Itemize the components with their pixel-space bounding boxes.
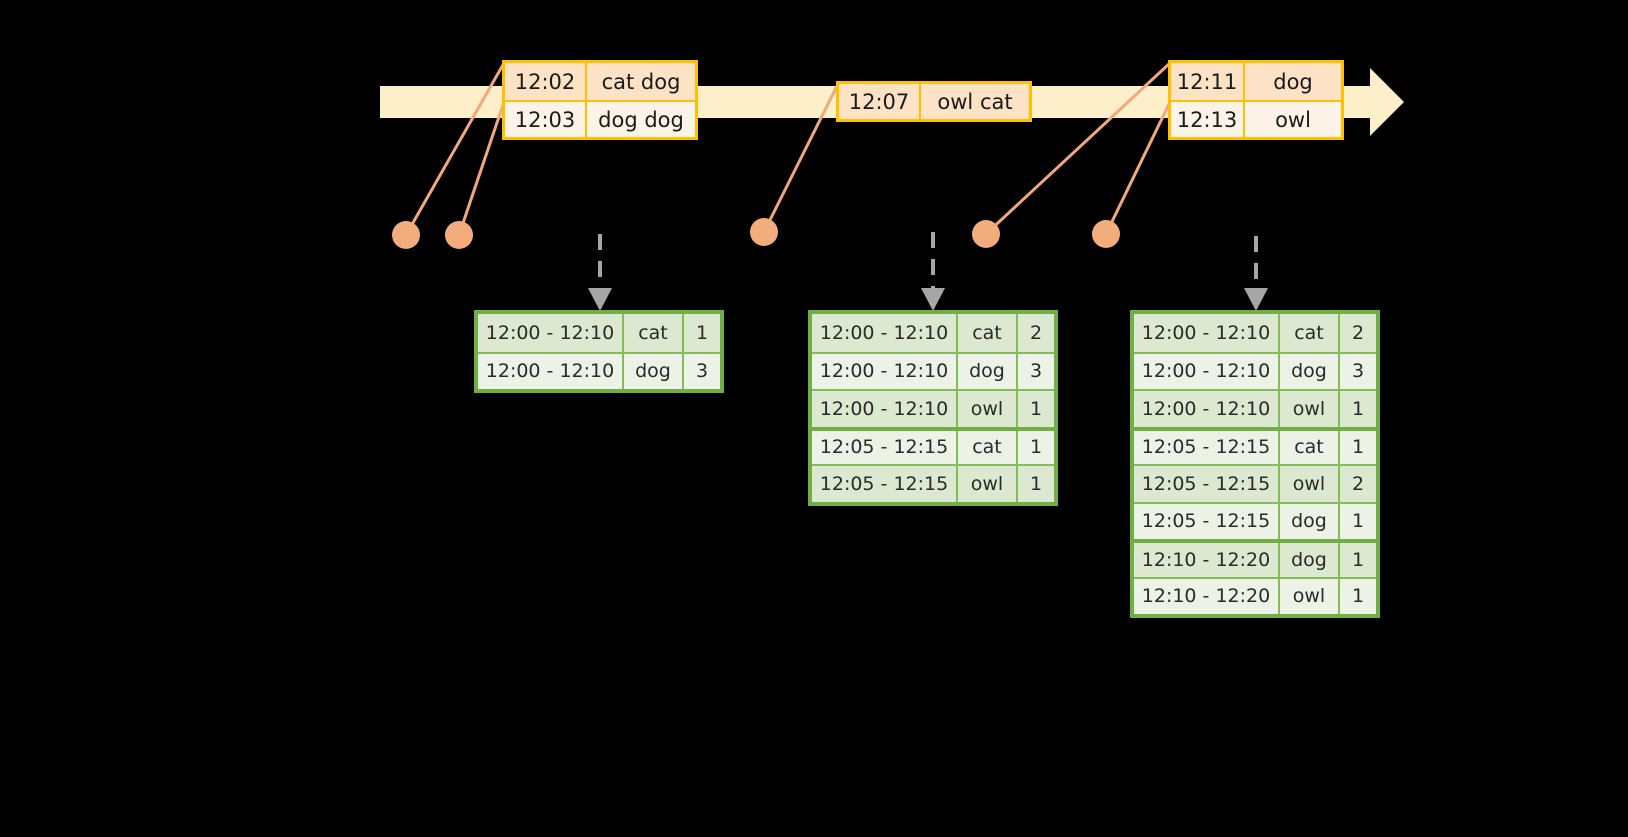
cell-window: 12:05 - 12:15 bbox=[812, 466, 958, 502]
cell-window: 12:00 - 12:10 bbox=[1134, 314, 1280, 352]
event-words: cat dog bbox=[601, 69, 681, 94]
event-group-3: 12:11 dog 12:13 owl bbox=[1168, 60, 1344, 140]
event-time: 12:03 bbox=[505, 102, 587, 137]
cell-count: 2 bbox=[1351, 472, 1365, 495]
event-words: owl cat bbox=[937, 89, 1013, 114]
event-row: 12:13 owl bbox=[1171, 100, 1341, 137]
dot-2 bbox=[445, 221, 473, 249]
cell-word: cat bbox=[1280, 314, 1340, 352]
cell-word: owl bbox=[1280, 391, 1340, 427]
cell-word: dog bbox=[1280, 353, 1340, 389]
cell-count: 2 bbox=[1351, 321, 1365, 344]
cell-window: 12:10 - 12:20 bbox=[1134, 578, 1280, 614]
event-row: 12:03 dog dog bbox=[505, 100, 695, 137]
cell-window: 12:05 - 12:15 bbox=[812, 430, 958, 464]
dashed-arrow-head-3 bbox=[1244, 288, 1268, 311]
dashed-arrow-head-2 bbox=[921, 288, 945, 311]
dot-5 bbox=[1092, 220, 1120, 248]
cell-window: 12:00 - 12:10 bbox=[1134, 391, 1280, 427]
cell-count: 3 bbox=[1029, 360, 1043, 383]
dot-4 bbox=[972, 220, 1000, 248]
event-time: 12:02 bbox=[505, 63, 587, 100]
cell-window: 12:00 - 12:10 bbox=[812, 353, 958, 389]
connector-line-2 bbox=[457, 101, 506, 236]
cell-word: owl bbox=[958, 466, 1018, 502]
cell-count: 1 bbox=[1029, 436, 1043, 459]
event-words: dog dog bbox=[598, 107, 684, 132]
connector-line-5 bbox=[1104, 101, 1172, 235]
cell-count: 1 bbox=[695, 321, 709, 344]
event-group-1: 12:02 cat dog 12:03 dog dog bbox=[502, 60, 698, 140]
cell-window: 12:00 - 12:10 bbox=[812, 391, 958, 427]
cell-window: 12:00 - 12:10 bbox=[812, 314, 958, 352]
event-group-2: 12:07 owl cat bbox=[836, 81, 1032, 122]
cell-window: 12:00 - 12:10 bbox=[478, 314, 624, 352]
cell-window: 12:00 - 12:10 bbox=[478, 353, 624, 389]
dashed-arrow-head-1 bbox=[588, 288, 612, 311]
cell-word: dog bbox=[1280, 503, 1340, 539]
event-time: 12:11 bbox=[1171, 63, 1245, 100]
cell-count: 3 bbox=[695, 360, 709, 383]
event-words: dog bbox=[1273, 69, 1313, 94]
cell-word: dog bbox=[624, 353, 684, 389]
cell-word: dog bbox=[1280, 543, 1340, 577]
cell-word: owl bbox=[1280, 466, 1340, 502]
timeline-arrowhead bbox=[1370, 68, 1404, 136]
cell-word: cat bbox=[624, 314, 684, 352]
dot-1 bbox=[392, 221, 420, 249]
event-row: 12:07 owl cat bbox=[839, 84, 1029, 119]
cell-count: 2 bbox=[1029, 321, 1043, 344]
cell-window: 12:05 - 12:15 bbox=[1134, 503, 1280, 539]
cell-window: 12:10 - 12:20 bbox=[1134, 543, 1280, 577]
event-row: 12:11 dog bbox=[1171, 63, 1341, 100]
cell-window: 12:05 - 12:15 bbox=[1134, 430, 1280, 464]
event-words: owl bbox=[1275, 107, 1311, 132]
cell-count: 1 bbox=[1351, 548, 1365, 571]
cell-word: cat bbox=[1280, 430, 1340, 464]
cell-count: 1 bbox=[1351, 510, 1365, 533]
event-time: 12:13 bbox=[1171, 102, 1245, 137]
cell-word: cat bbox=[958, 314, 1018, 352]
event-row: 12:02 cat dog bbox=[505, 63, 695, 100]
cell-word: cat bbox=[958, 430, 1018, 464]
cell-count: 1 bbox=[1351, 397, 1365, 420]
dot-3 bbox=[750, 218, 778, 246]
event-time: 12:07 bbox=[839, 84, 921, 119]
cell-window: 12:05 - 12:15 bbox=[1134, 466, 1280, 502]
cell-count: 1 bbox=[1029, 397, 1043, 420]
cell-count: 1 bbox=[1029, 472, 1043, 495]
cell-window: 12:00 - 12:10 bbox=[1134, 353, 1280, 389]
cell-count: 1 bbox=[1351, 585, 1365, 608]
cell-word: owl bbox=[1280, 578, 1340, 614]
cell-count: 1 bbox=[1351, 436, 1365, 459]
cell-word: owl bbox=[958, 391, 1018, 427]
cell-count: 3 bbox=[1351, 360, 1365, 383]
cell-word: dog bbox=[958, 353, 1018, 389]
